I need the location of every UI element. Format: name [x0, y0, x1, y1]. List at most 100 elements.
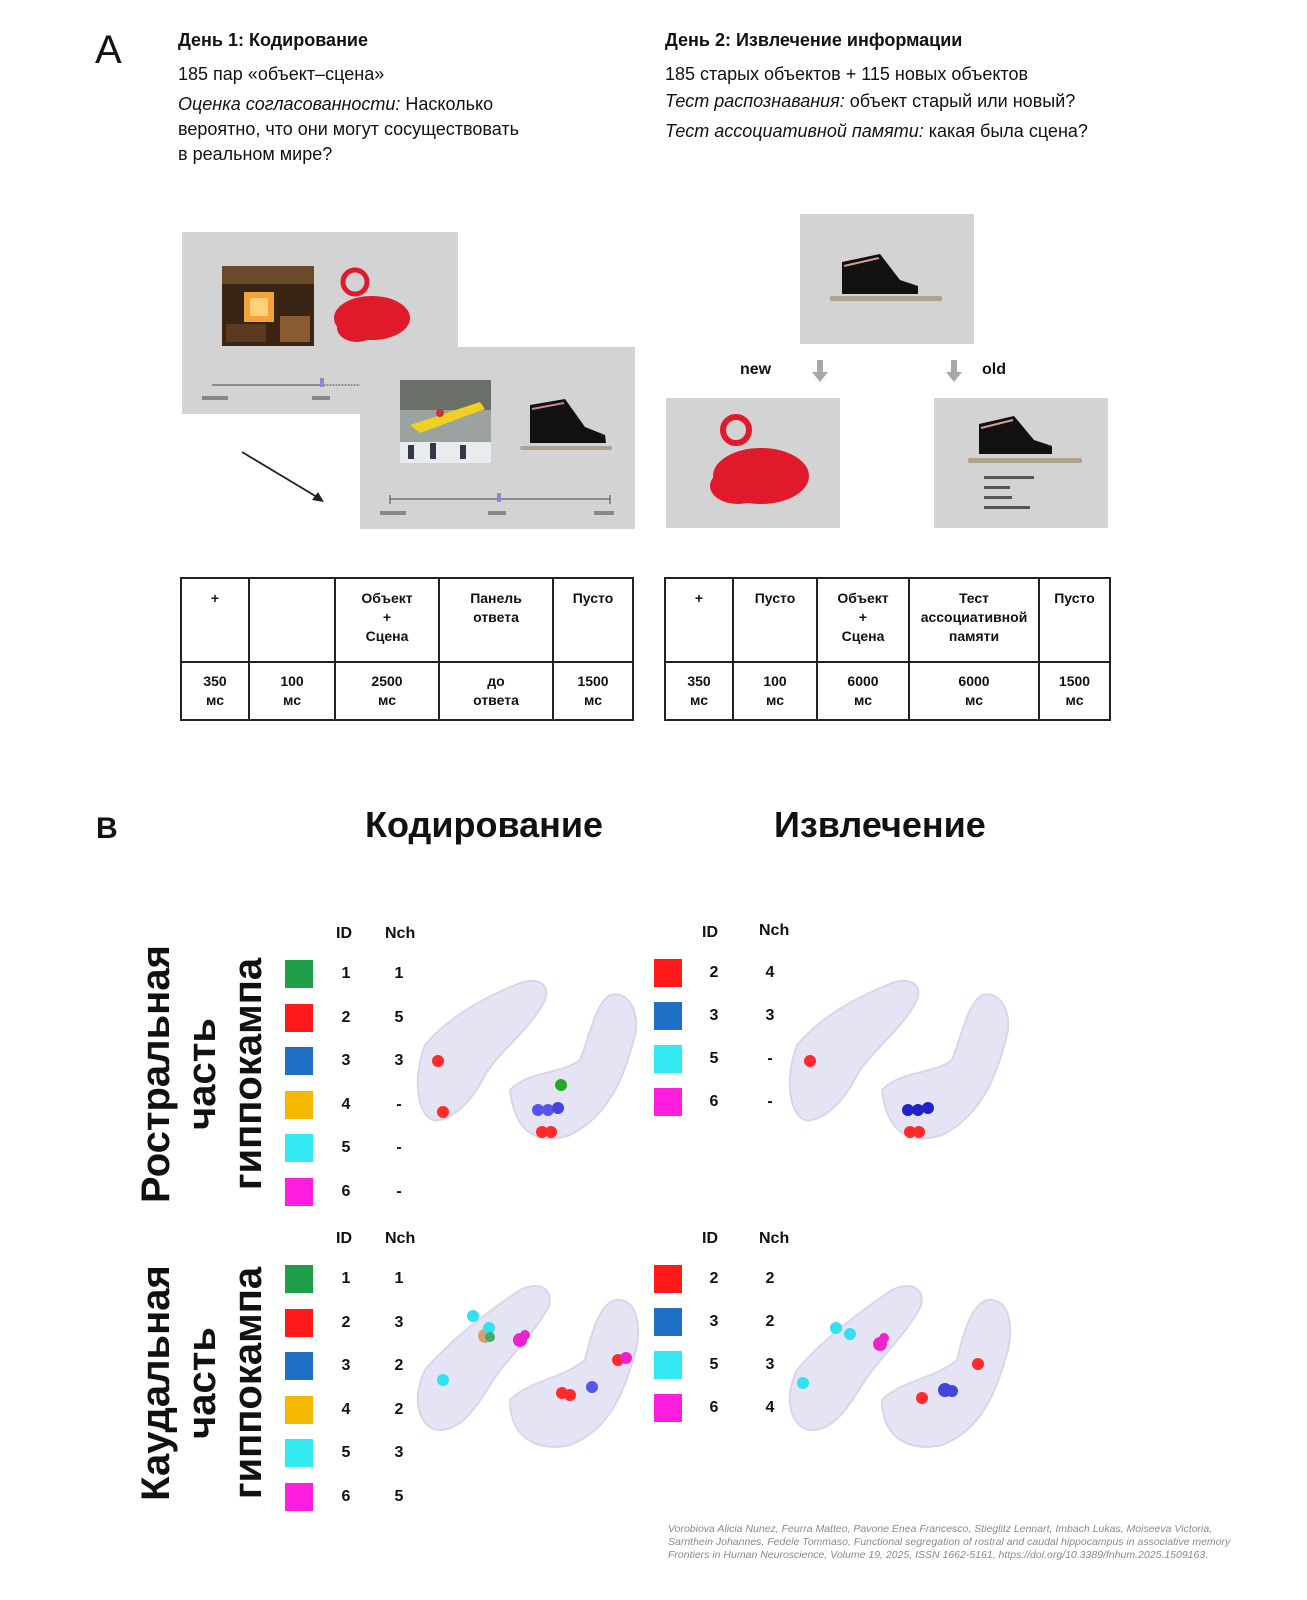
- legend-id-value: 2: [341, 1313, 351, 1331]
- legend-id-value: 3: [709, 1313, 719, 1330]
- legend-color-swatch: [285, 960, 313, 988]
- encoding-screen-1: [182, 232, 458, 414]
- legend-color-swatch: [654, 1088, 682, 1116]
- citation-line-2: Sarnthein Johannes, Fedele Tommaso, Func…: [668, 1536, 1231, 1548]
- legend-color-swatch: [285, 1090, 313, 1119]
- encoding-screen-1-drawing: [202, 266, 410, 400]
- timing-cell: 1500 мс: [552, 661, 634, 721]
- timing-table-row: + Пусто Объект + Сцена Тест ассоциативно…: [664, 577, 1111, 663]
- legend-color-swatch: [285, 1395, 313, 1424]
- citation-line-1: Vorobiova Alicia Nunez, Feurra Matteo, P…: [668, 1523, 1213, 1535]
- citation: Vorobiova Alicia Nunez, Feurra Matteo, P…: [668, 1523, 1288, 1562]
- legend-nch-value: -: [396, 1095, 402, 1113]
- legend-color-swatch: [654, 1394, 682, 1422]
- electrode-marker: [879, 1333, 889, 1343]
- legend-color-swatch: [285, 1177, 313, 1206]
- day1-rating-text: Насколько: [400, 94, 494, 114]
- timing-cell: 2500 мс: [334, 661, 440, 721]
- encoding-screen-2-drawing: [380, 380, 614, 515]
- timing-cell: Объект + Сцена: [816, 577, 910, 663]
- legend-color-swatch: [285, 1482, 313, 1511]
- timing-cell: Пусто: [552, 577, 634, 663]
- skate-image: [830, 254, 942, 301]
- electrode-marker: [913, 1126, 925, 1138]
- encoding-screen-2: [360, 347, 635, 529]
- legend-nch-value: 1: [394, 965, 404, 982]
- timing-cell: 350 мс: [664, 661, 734, 721]
- timing-cell: 100 мс: [732, 661, 818, 721]
- legend-color-swatch: [654, 1351, 682, 1379]
- electrode-marker: [483, 1322, 495, 1334]
- timing-cell: +: [664, 577, 734, 663]
- down-arrow-new-icon: [812, 360, 828, 382]
- legend-nch-header: Nch: [759, 922, 790, 939]
- legend-nch-value: 3: [394, 1444, 404, 1461]
- new-branch-screen: [666, 398, 840, 528]
- day1-rating-label: Оценка согласованности:: [178, 94, 401, 114]
- legend-nch-value: 4: [765, 964, 775, 981]
- old-label: old: [982, 361, 1006, 378]
- caudal-row-label: Каудальная часть гиппокампа: [86, 1250, 270, 1510]
- legend-id-value: 3: [341, 1357, 351, 1374]
- day2-title: День 2: Извлечение информации: [665, 30, 963, 50]
- legend-id-value: 5: [709, 1356, 719, 1373]
- legend-nch-header: Nch: [759, 1230, 790, 1247]
- electrode-marker: [586, 1381, 598, 1393]
- citation-line-3: Frontiers in Human Neuroscience, Volume …: [668, 1549, 1209, 1561]
- electrode-marker: [555, 1079, 567, 1091]
- legend-color-swatch: [285, 1003, 313, 1032]
- electrode-marker: [904, 1126, 916, 1138]
- electrode-marker: [564, 1389, 576, 1401]
- timing-cell: [248, 577, 336, 663]
- legend-id-value: 2: [341, 1008, 351, 1026]
- encoding-title: Кодирование: [365, 804, 604, 845]
- electrode-marker: [797, 1377, 809, 1389]
- timing-cell: Пусто: [732, 577, 818, 663]
- hippocampus-caudal-encoding: [416, 1285, 640, 1448]
- retrieval-probe-screen: [800, 214, 974, 344]
- timing-cell: Тест ассоциативной памяти: [908, 577, 1040, 663]
- electrode-marker: [916, 1392, 928, 1404]
- retrieval-title: Извлечение: [774, 804, 986, 845]
- day1-rating-question: Оценка согласованности: Насколько вероят…: [178, 92, 598, 167]
- electrode-marker: [946, 1385, 958, 1397]
- hippocampus-rostral-encoding: [416, 980, 638, 1140]
- timing-cell: 1500 мс: [1038, 661, 1111, 721]
- legend-id-value: 2: [709, 1270, 719, 1287]
- legend-nch-value: 2: [765, 1313, 775, 1330]
- caudal-label-line-3: гиппокампа: [226, 1266, 270, 1500]
- timing-cell: 6000 мс: [816, 661, 910, 721]
- legend-id-value: 6: [341, 1182, 351, 1200]
- electrode-marker: [545, 1126, 557, 1138]
- day1-title: День 1: Кодирование: [178, 30, 369, 50]
- day2-recognition-text: объект старый или новый?: [844, 91, 1076, 111]
- legend-nch-value: -: [767, 1050, 773, 1067]
- rostral-label-line-3: гиппокампа: [226, 957, 270, 1191]
- legend-id-value: 3: [341, 1052, 351, 1069]
- rostral-label-line-2: часть: [180, 1018, 224, 1130]
- legend-id-value: 6: [341, 1487, 351, 1505]
- legend-id-value: 6: [709, 1399, 719, 1416]
- legend-id-header: ID: [702, 924, 718, 941]
- day2-associative-label: Тест ассоциативной памяти:: [665, 121, 924, 141]
- legend-nch-value: -: [767, 1093, 773, 1110]
- electrode-marker: [844, 1328, 856, 1340]
- sled-image: [710, 414, 809, 504]
- electrode-marker: [972, 1358, 984, 1370]
- day1-rating-text-3: в реальном мире?: [178, 144, 333, 164]
- legend-nch-value: 2: [765, 1270, 775, 1287]
- day2-recognition-test: Тест распознавания: объект старый или но…: [665, 89, 1075, 114]
- electrode-marker: [830, 1322, 842, 1334]
- electrode-marker: [437, 1374, 449, 1386]
- legend-id-value: 1: [341, 965, 351, 982]
- electrode-marker: [804, 1055, 816, 1067]
- legend-id-value: 2: [709, 964, 719, 981]
- legend-nch-header: Nch: [385, 925, 416, 942]
- legend-nch-value: 3: [765, 1356, 775, 1373]
- legend-id-value: 4: [341, 1095, 351, 1113]
- panel-b-label: B: [96, 812, 118, 845]
- legend-color-swatch: [285, 1047, 313, 1075]
